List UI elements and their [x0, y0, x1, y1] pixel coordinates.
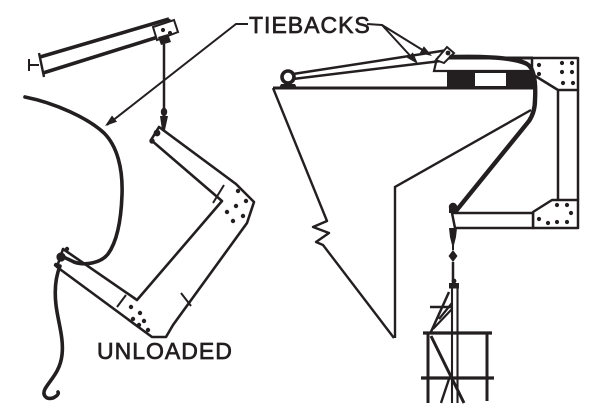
turnbuckle-taper [160, 116, 168, 130]
gusset-edge-lines [116, 184, 225, 308]
column-flanges [556, 90, 580, 200]
hook-icon [448, 250, 458, 262]
stirrup-diagonals [432, 302, 453, 330]
unloaded-caption: UNLOADED [97, 338, 233, 364]
tip-bolt [53, 262, 59, 268]
lower-bracket-beam [450, 211, 535, 230]
beam-top-flange [39, 17, 170, 59]
rigged-outrigger-view [271, 45, 580, 404]
arm-tip-hardware [53, 246, 70, 268]
top-plate-bolt-holes [536, 60, 576, 86]
building-column [530, 56, 580, 230]
elbow-gusset-bolt-holes [224, 188, 249, 224]
wall-inner-edge [393, 108, 532, 338]
tip-pin [56, 252, 66, 262]
frame-short-leg [439, 378, 451, 404]
counterweight-block [447, 71, 474, 88]
lug-pin [445, 50, 451, 56]
arm-pivot-bolt [149, 138, 155, 144]
hanging-rope-tail [42, 264, 65, 401]
tieback-cable-upper [292, 48, 449, 76]
tiebacks-label: TIEBACKS [249, 12, 371, 38]
tieback-cable-lower [292, 59, 442, 81]
beam-left-end-cap [37, 52, 46, 78]
bottom-plate-bolt-holes [536, 202, 574, 226]
counterweight-block [507, 71, 533, 88]
tieback-lug [434, 45, 456, 65]
beam-clamp-plate [151, 18, 180, 45]
turnbuckle-upper [449, 228, 457, 237]
davit-arm-outline [55, 125, 256, 339]
shackle-body [449, 206, 458, 213]
roof-anchor-eye [279, 69, 297, 88]
clamp-bolt [451, 278, 457, 284]
leader-line-right-upper [366, 23, 430, 55]
clamp-bolt [167, 30, 173, 36]
leader-arrowhead-icon [419, 46, 432, 56]
beam-left-end-tick [28, 59, 39, 71]
lower-gusset-bolt-holes [128, 304, 151, 333]
suspension-cable [448, 54, 538, 214]
cable-clamp [449, 283, 459, 289]
unloaded-davit-view: UNLOADED [23, 17, 256, 401]
tieback-cables [292, 48, 449, 81]
leader-arrowhead-icon [105, 115, 117, 126]
clamp-plate [151, 18, 180, 42]
anchor-base [279, 84, 297, 88]
turnbuckle-body [160, 107, 168, 117]
leader-line-right-lower [381, 24, 416, 62]
anchor-ring-icon [280, 69, 296, 85]
stirrup-brace-leg [428, 291, 451, 335]
turnbuckle-lower [450, 237, 456, 245]
tieback-hanger-line [160, 44, 168, 130]
wall-outer-edge-with-break [271, 87, 395, 339]
folded-davit-arm [55, 125, 256, 339]
counterweight-slot [473, 71, 508, 88]
counterweight-beam [432, 45, 533, 88]
slack-tieback-rope [23, 95, 124, 266]
frame-main-diagonal [429, 335, 466, 404]
beam-bottom-flange [42, 30, 175, 75]
leader-arrowhead-icon [407, 52, 418, 64]
arm-pivot-pin [153, 129, 161, 137]
clamp-shackle [158, 34, 171, 45]
tip-bolt [64, 246, 70, 252]
clamp-bolt [160, 27, 166, 33]
scaffold-stirrup [421, 278, 494, 404]
leader-line-left [106, 23, 248, 126]
tiebacks-callout: TIEBACKS [105, 12, 432, 126]
